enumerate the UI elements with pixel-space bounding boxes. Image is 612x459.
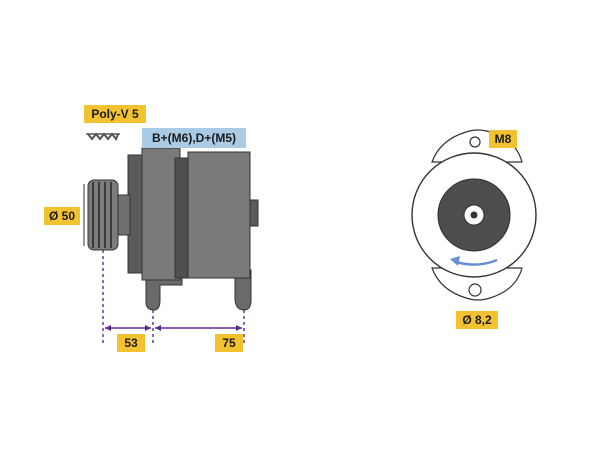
thread-size-label: M8 bbox=[489, 130, 517, 148]
top-mount-hole bbox=[469, 136, 481, 148]
bottom-mount-hole bbox=[468, 283, 482, 297]
stator-ring bbox=[174, 157, 190, 279]
alternator-front-view bbox=[411, 129, 537, 301]
svg-text:Poly-V 5: Poly-V 5 bbox=[91, 107, 139, 121]
svg-text:Ø 8,2: Ø 8,2 bbox=[462, 313, 492, 327]
rear-housing bbox=[187, 151, 251, 279]
dimension-53-label: 53 bbox=[117, 334, 145, 352]
pulley-hub bbox=[117, 194, 131, 236]
svg-text:M8: M8 bbox=[495, 132, 512, 146]
front-housing bbox=[141, 147, 181, 281]
rotation-arrow-icon bbox=[450, 256, 498, 266]
svg-text:75: 75 bbox=[222, 336, 236, 350]
pulley bbox=[87, 179, 119, 251]
dimension-lines bbox=[102, 250, 245, 344]
svg-text:Ø 50: Ø 50 bbox=[49, 209, 75, 223]
rear-terminal-block bbox=[249, 199, 259, 227]
dimension-75-label: 75 bbox=[215, 334, 243, 352]
alternator-side-view bbox=[83, 147, 259, 311]
shaft-center bbox=[470, 211, 478, 219]
belt-type-label: Poly-V 5 bbox=[84, 105, 146, 123]
pulley-diameter-label: Ø 50 bbox=[44, 207, 80, 225]
terminal-label: B+(M6),D+(M5) bbox=[142, 128, 246, 148]
poly-v-profile-icon bbox=[86, 132, 120, 141]
svg-text:53: 53 bbox=[124, 336, 138, 350]
hole-diameter-label: Ø 8,2 bbox=[456, 311, 498, 329]
svg-text:B+(M6),D+(M5): B+(M6),D+(M5) bbox=[152, 131, 236, 145]
